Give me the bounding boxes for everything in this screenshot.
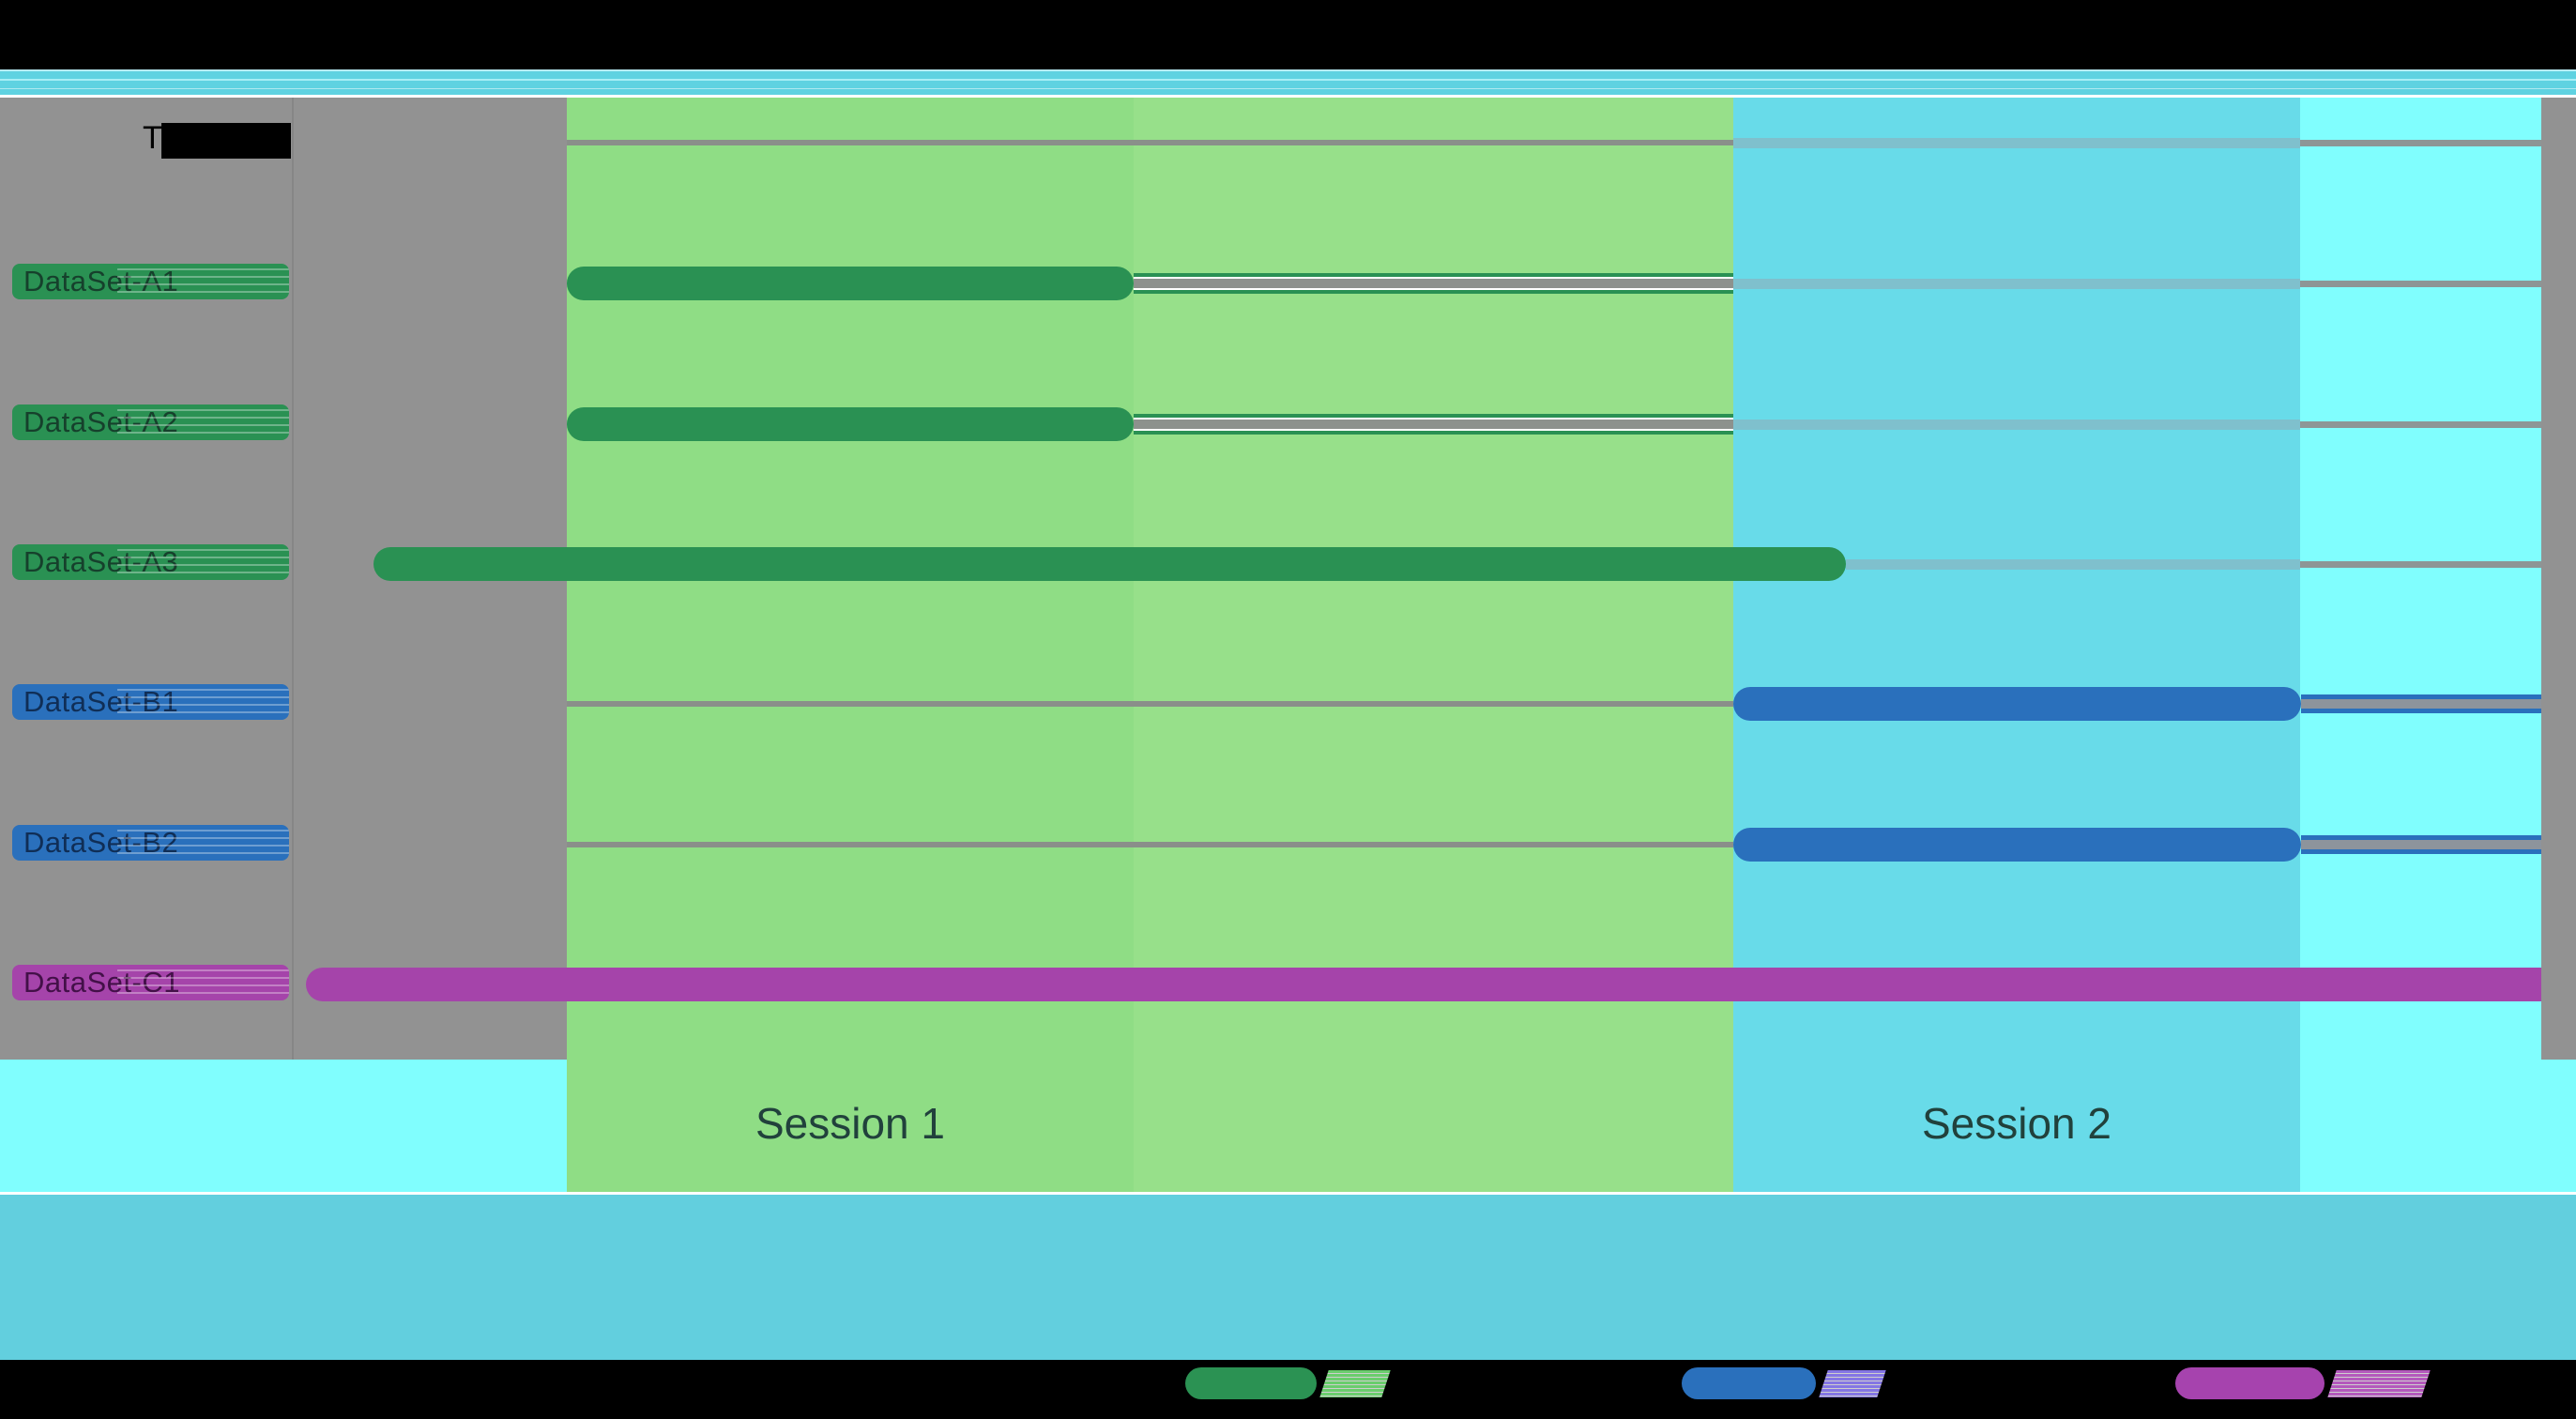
dataset-b1-label-pill: DataSet-B1: [12, 684, 289, 720]
dataset-a3-label: DataSet-A3: [23, 545, 179, 578]
dataset-a3-line-segment: [2300, 560, 2541, 568]
dataset-a3-line-segment: [1846, 558, 2300, 570]
legend-swatch-series-a: [1185, 1367, 1317, 1399]
time-label-visible-letter: T: [143, 120, 162, 156]
dataset-a1-line-segment: [1134, 273, 1733, 294]
dataset-b1-bar: [1733, 687, 2301, 721]
time-axis-row-line-segment: [567, 140, 1733, 145]
top-divider-line: [0, 95, 2576, 98]
dataset-b2-line-segment: [567, 842, 1733, 847]
legend-streak-series-b: [1819, 1370, 1886, 1397]
dataset-a2-line-segment: [1733, 419, 2300, 430]
dataset-a1-bar: [567, 267, 1134, 300]
top-cyan-strip: [0, 69, 2576, 95]
time-label-redaction-box: [161, 123, 291, 159]
dataset-b1-line-segment: [567, 701, 1733, 707]
session1-band-right: [1134, 98, 1733, 1192]
bottom-right-cyan-area: [2541, 1060, 2576, 1192]
legend-swatch-series-c: [2175, 1367, 2324, 1399]
margin-seam-line: [292, 98, 294, 1060]
bottom-left-cyan-area: [0, 1060, 567, 1192]
dataset-a2-label-pill: DataSet-A2: [12, 404, 289, 440]
dataset-a3-bar: [373, 547, 1846, 581]
dataset-b2-line-segment: [2301, 835, 2541, 854]
dataset-a3-label-pill: DataSet-A3: [12, 544, 289, 580]
dataset-b2-label: DataSet-B2: [23, 826, 179, 859]
bottom-cyan-band: [0, 1195, 2576, 1360]
dataset-b2-bar: [1733, 828, 2301, 862]
legend-streak-series-a: [1319, 1370, 1391, 1397]
bottom-divider-line: [0, 1192, 2576, 1195]
time-axis-row-line-segment: [2300, 139, 2541, 146]
dataset-a2-bar: [567, 407, 1134, 441]
dataset-a1-label-pill: DataSet-A1: [12, 264, 289, 299]
dataset-a2-line-segment: [1134, 414, 1733, 435]
legend-swatch-series-b: [1682, 1367, 1816, 1399]
dataset-b1-label: DataSet-B1: [23, 685, 179, 718]
dataset-c1-label: DataSet-C1: [23, 966, 180, 999]
dataset-a1-line-segment: [1733, 278, 2300, 289]
dataset-c1-bar: [306, 968, 2541, 1001]
dataset-b1-line-segment: [2301, 694, 2541, 713]
dataset-a1-line-segment: [2300, 280, 2541, 287]
session1-label: Session 1: [755, 1099, 946, 1148]
dataset-a2-label: DataSet-A2: [23, 405, 179, 438]
time-axis-row-line-segment: [1733, 137, 2300, 148]
session2-label: Session 2: [1921, 1099, 2112, 1148]
right-margin: [2541, 98, 2576, 1060]
session2-band: [1733, 98, 2300, 1192]
dataset-a1-label: DataSet-A1: [23, 265, 179, 298]
dataset-b2-label-pill: DataSet-B2: [12, 825, 289, 861]
post-session-band: [2300, 98, 2541, 1192]
legend-streak-series-c: [2327, 1370, 2431, 1397]
session1-band-left: [567, 98, 1134, 1192]
dataset-c1-label-pill: DataSet-C1: [12, 965, 289, 1000]
dataset-a2-line-segment: [2300, 420, 2541, 428]
